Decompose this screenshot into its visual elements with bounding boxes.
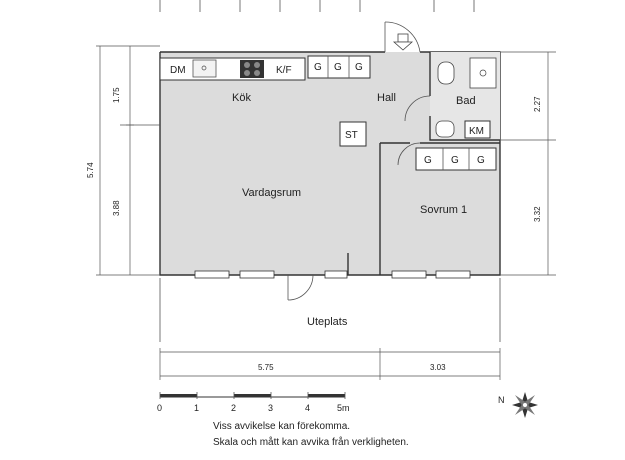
bedroom-wardrobe-3: G [477, 155, 485, 166]
dim-bath-depth: 2.27 [533, 96, 542, 112]
scale-tick-1: 1 [194, 403, 199, 413]
hall-wardrobe-3: G [355, 62, 363, 73]
scale-tick-2: 2 [231, 403, 236, 413]
fridge-freezer-label: K/F [276, 65, 292, 76]
scale-tick-0: 0 [157, 403, 162, 413]
room-label-kitchen: Kök [232, 92, 251, 104]
bathroom [404, 52, 500, 141]
bedroom-wardrobe-1: G [424, 155, 432, 166]
scale-tick-4: 4 [305, 403, 310, 413]
patio-door [287, 274, 314, 301]
left-dimension-lines [96, 45, 160, 276]
dim-bedroom-width: 3.03 [430, 363, 446, 372]
hall-wardrobe-2: G [334, 62, 342, 73]
scale-tick-5: 5m [337, 403, 350, 413]
room-label-bedroom: Sovrum 1 [420, 204, 467, 216]
dim-living-width: 5.75 [258, 363, 274, 372]
bottom-dimension-lines [159, 348, 501, 380]
scale-tick-3: 3 [268, 403, 273, 413]
windows [194, 270, 471, 279]
disclaimer-line-2: Skala och mått kan avvika från verklighe… [213, 436, 409, 448]
entrance-arrow-icon [392, 33, 414, 51]
entrance-door [384, 21, 421, 53]
top-grid-ticks [159, 0, 475, 12]
disclaimer-line-1: Viss avvikelse kan förekomma. [213, 421, 350, 432]
dim-kitchen-depth: 1.75 [112, 87, 121, 103]
compass-north-label: N [498, 395, 505, 405]
hall-wardrobes [307, 55, 371, 79]
right-dimension-lines [500, 51, 556, 276]
room-label-bath: Bad [456, 95, 476, 107]
dim-bedroom-depth: 3.32 [533, 206, 542, 222]
scale-bar [159, 392, 346, 399]
dim-living-depth: 3.88 [112, 200, 121, 216]
room-label-patio: Uteplats [307, 316, 348, 328]
bedroom-wardrobe-2: G [451, 155, 459, 166]
stove-icon [240, 60, 264, 78]
storage-label: ST [345, 130, 358, 141]
kitchen-counter [159, 57, 306, 81]
hall-wardrobe-1: G [314, 62, 322, 73]
storage-closet [339, 121, 367, 147]
dim-total-depth: 5.74 [86, 162, 95, 178]
dishwasher-label: DM [170, 65, 186, 76]
bedroom-wardrobes [415, 147, 497, 171]
compass-icon [512, 392, 538, 418]
patio-outline [159, 278, 501, 342]
room-label-hall: Hall [377, 92, 396, 104]
interior-walls [347, 142, 500, 275]
washer-label: KM [469, 126, 484, 137]
room-label-living: Vardagsrum [242, 187, 301, 199]
